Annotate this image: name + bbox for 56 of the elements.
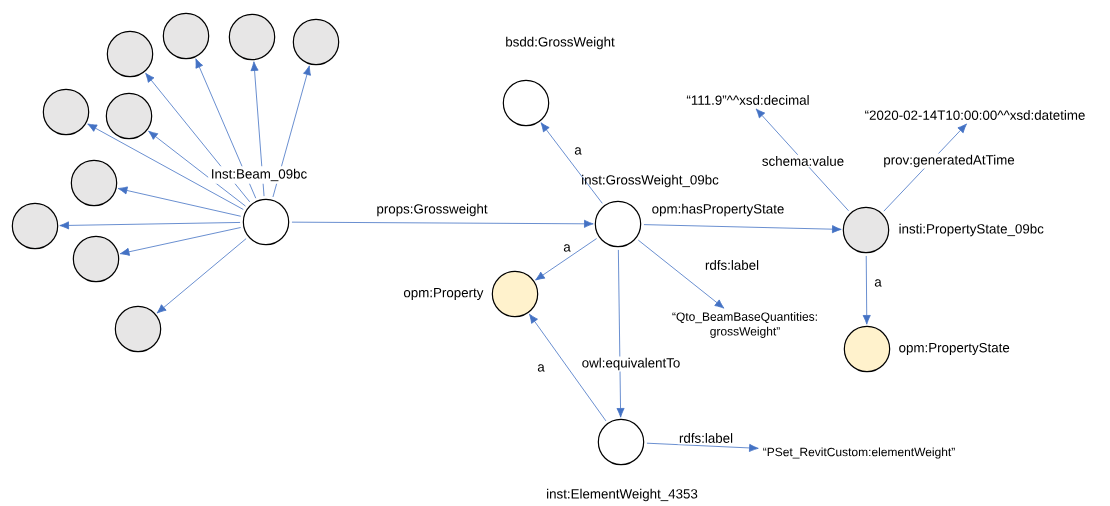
- circle-node: [70, 159, 118, 207]
- circle-node: [597, 418, 645, 466]
- edge-label: a: [572, 146, 584, 156]
- arrow: [87, 123, 244, 210]
- edge-label: owl:equivalentTo: [580, 356, 682, 372]
- node-label: opm:Property: [403, 288, 484, 300]
- node-label: opm:PropertyState: [899, 342, 1010, 355]
- circle-node: [242, 198, 290, 246]
- edge-label: a: [872, 278, 884, 288]
- arrow: [540, 122, 603, 204]
- arrow: [148, 130, 246, 207]
- edge-label: schema:value: [760, 154, 846, 168]
- edge-label: a: [561, 243, 573, 253]
- circle-node: [594, 200, 642, 248]
- arrow: [535, 238, 597, 281]
- circle-node: [105, 92, 153, 140]
- circle-node: [502, 79, 550, 127]
- literal-text: “Qto_BeamBaseQuantities: grossWeight”: [672, 312, 817, 338]
- arrow: [883, 123, 967, 212]
- circle-node: [842, 206, 890, 254]
- edge-label: a: [535, 363, 547, 373]
- node-label: insti:PropertyState_09bc: [899, 223, 1044, 237]
- circle-node: [106, 30, 154, 78]
- circle-node: [292, 18, 340, 66]
- arrow: [862, 255, 871, 325]
- circle-node: [491, 270, 539, 318]
- arrow: [117, 186, 242, 217]
- edge-label: opm:hasPropertyState: [650, 202, 786, 218]
- node-label: inst:GrossWeight_09bc: [582, 174, 719, 188]
- node-label: Inst:Beam_09bc: [208, 166, 310, 184]
- literal-text: “111.9”^^xsd:decimal: [686, 95, 809, 105]
- arrow: [529, 313, 607, 422]
- arrow: [156, 238, 247, 314]
- literal-text: “2020-02-14T10:00:00^^xsd:datetime: [865, 110, 1085, 120]
- literal-text: “PSet_RevitCustom:elementWeight”: [763, 447, 955, 459]
- arrow: [291, 219, 594, 228]
- arrow: [646, 442, 759, 452]
- edge-label: rdfs:label: [703, 258, 761, 272]
- arrow: [59, 221, 241, 230]
- arrow: [643, 224, 842, 234]
- arrow: [755, 108, 849, 212]
- circle-node: [843, 325, 891, 373]
- circle-node: [228, 13, 276, 61]
- node-label: bsdd:GrossWeight: [506, 36, 615, 50]
- arrow: [637, 239, 725, 309]
- circle-node: [114, 305, 162, 353]
- circle-node: [162, 12, 210, 60]
- circle-node: [11, 202, 59, 250]
- edge-label: props:Grossweight: [375, 202, 489, 218]
- arrow: [119, 227, 242, 256]
- circle-node: [72, 235, 120, 283]
- edge-label: rdfs:label: [677, 431, 735, 445]
- circle-node: [42, 88, 90, 136]
- node-label: inst:ElementWeight_4353: [547, 488, 698, 502]
- arrow: [616, 249, 625, 418]
- edge-label: prov:generatedAtTime: [881, 153, 1017, 169]
